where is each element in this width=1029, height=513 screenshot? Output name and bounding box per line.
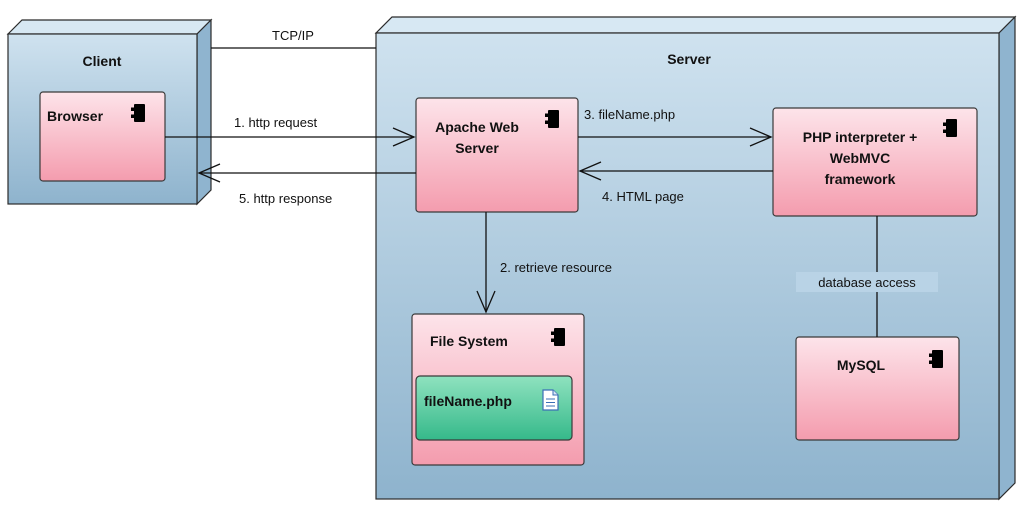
http-response-arrow: 5. http response [197, 163, 416, 206]
document-icon [542, 389, 559, 411]
filename-php-arrow: 3. fileName.php [578, 107, 773, 147]
database-access-label: database access [818, 275, 916, 290]
artifact-title: fileName.php [424, 393, 512, 409]
html-page-label: 4. HTML page [602, 189, 684, 204]
tcpip-label: TCP/IP [272, 28, 314, 43]
mysql-title: MySQL [837, 357, 886, 373]
browser-component-title: Browser [47, 108, 104, 124]
php-interpreter-component[interactable]: PHP interpreter + WebMVC framework [772, 107, 978, 217]
filename-php-label: 3. fileName.php [584, 107, 675, 122]
php-title-line1: PHP interpreter + [803, 129, 918, 145]
apache-web-server-component[interactable]: Apache Web Server [415, 97, 579, 213]
http-request-label: 1. http request [234, 115, 317, 130]
file-system-title: File System [430, 333, 508, 349]
database-access-connection: database access [796, 216, 938, 337]
apache-title-line2: Server [455, 140, 499, 156]
filename-php-artifact[interactable]: fileName.php [415, 375, 573, 441]
php-title-line2: WebMVC [830, 150, 890, 166]
html-page-arrow: 4. HTML page [578, 161, 773, 204]
php-title-line3: framework [825, 171, 896, 187]
mysql-component[interactable]: MySQL [795, 336, 960, 441]
http-response-label: 5. http response [239, 191, 332, 206]
server-node-title: Server [667, 51, 711, 67]
browser-component[interactable]: Browser [39, 91, 166, 182]
apache-title-line1: Apache Web [435, 119, 519, 135]
http-request-arrow: 1. http request [165, 115, 416, 147]
retrieve-resource-arrow: 2. retrieve resource [476, 212, 612, 314]
retrieve-resource-label: 2. retrieve resource [500, 260, 612, 275]
client-node-title: Client [83, 53, 122, 69]
tcpip-connection: TCP/IP [211, 28, 376, 49]
